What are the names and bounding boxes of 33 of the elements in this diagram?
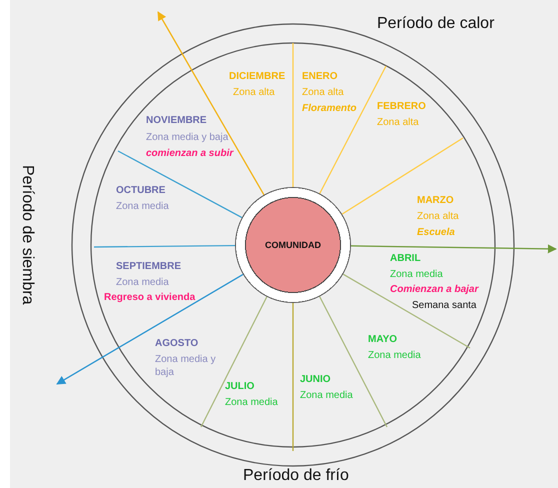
zone-label: Zona media y baja bbox=[146, 131, 228, 144]
month-label: NOVIEMBRE bbox=[146, 114, 207, 127]
note-label: comienzan a subir bbox=[146, 147, 234, 160]
month-label: JUNIO bbox=[300, 373, 331, 386]
month-label: FEBRERO bbox=[377, 100, 426, 113]
zone-label: Zona media bbox=[116, 200, 169, 213]
zone-label: Zona media bbox=[116, 276, 169, 289]
month-label: MARZO bbox=[417, 194, 454, 207]
month-label: SEPTIEMBRE bbox=[116, 260, 182, 273]
note-label: Regreso a vivienda bbox=[104, 291, 196, 304]
period-label: Período de calor bbox=[377, 14, 494, 33]
month-label: ENERO bbox=[302, 70, 338, 83]
zone-label: Zona media bbox=[225, 396, 278, 409]
zone-label: Zona alta bbox=[417, 210, 459, 223]
month-label: JULIO bbox=[225, 380, 254, 393]
zone-label: Zona alta bbox=[377, 116, 419, 129]
note-label: Comienzan a bajar bbox=[390, 283, 478, 296]
zone-label: Zona media y baja bbox=[155, 353, 217, 379]
zone-label: Zona media bbox=[368, 349, 421, 362]
note-label: Semana santa bbox=[412, 299, 476, 312]
zone-label: Zona alta bbox=[233, 86, 275, 99]
period-label: Período de frío bbox=[243, 466, 349, 485]
month-label: OCTUBRE bbox=[116, 184, 166, 197]
zone-label: Zona alta bbox=[302, 86, 344, 99]
month-label: DICIEMBRE bbox=[229, 70, 286, 83]
note-label: Floramento bbox=[302, 102, 356, 115]
note-label: Escuela bbox=[417, 226, 455, 239]
zone-label: Zona media bbox=[390, 268, 443, 281]
month-label: ABRIL bbox=[390, 252, 421, 265]
month-label: AGOSTO bbox=[155, 337, 198, 350]
month-label: MAYO bbox=[368, 333, 398, 346]
period-label: Período de siembra bbox=[18, 165, 37, 305]
zone-label: Zona media bbox=[300, 389, 353, 402]
